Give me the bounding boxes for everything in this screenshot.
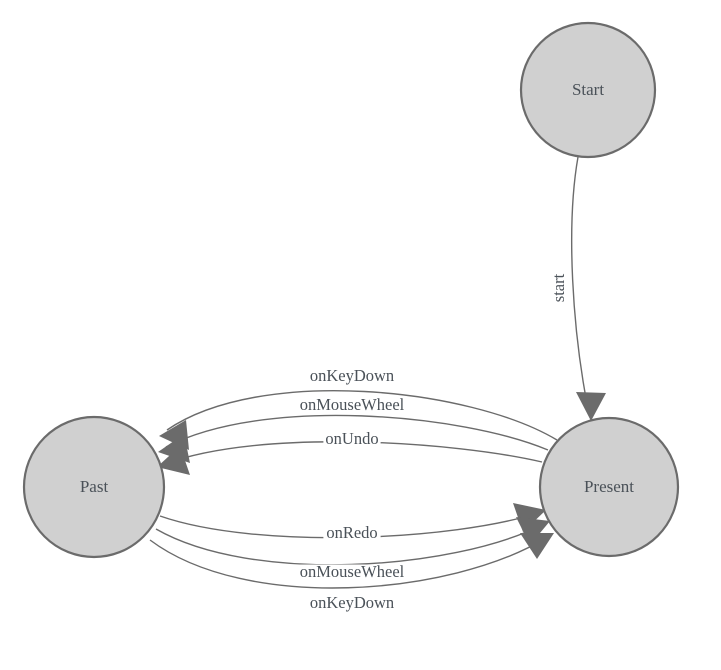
state-node-shape[interactable] [519, 21, 657, 159]
edge-label-group-past-to-present-redo: onRedo [323, 523, 381, 543]
edge-label-backdrop [323, 525, 381, 543]
edge-label-backdrop [311, 368, 393, 386]
edge-label: onRedo [326, 523, 377, 542]
arrowhead-icon [157, 446, 190, 475]
edge-label-group-past-to-present-keydown: onKeyDown [310, 593, 394, 613]
state-node-shape[interactable] [538, 416, 680, 558]
state-node-label: Start [572, 80, 604, 99]
edge-past-to-present-keydown [149, 533, 554, 589]
state-node-label: Past [80, 477, 109, 496]
edge-label-backdrop [298, 397, 406, 415]
edge-label-group-present-to-past-undo: onUndo [323, 429, 381, 449]
state-node-shape[interactable] [22, 415, 166, 559]
edge-label: onKeyDown [310, 366, 394, 385]
edge-label-backdrop [323, 431, 381, 449]
edge-label: onMouseWheel [300, 395, 405, 414]
edge-label-group-present-to-past-keydown: onKeyDown [310, 366, 394, 386]
state-node-label: Present [584, 477, 634, 496]
arrowhead-icon [516, 517, 550, 545]
edge-line [149, 537, 547, 589]
arrowhead-icon [520, 533, 554, 559]
edge-label: onUndo [325, 429, 378, 448]
edge-line [155, 524, 543, 566]
edge-line [166, 389, 558, 441]
edge-label: onMouseWheel [300, 562, 405, 581]
edge-line [571, 156, 590, 415]
edge-start-to-present [571, 156, 606, 421]
edge-label-backdrop [298, 564, 406, 582]
edges-layer [149, 156, 606, 589]
edge-line [165, 414, 549, 451]
edge-label: onKeyDown [310, 593, 394, 612]
edge-label-backdrop [311, 595, 393, 613]
edge-label-group-past-to-present-mousewheel: onMouseWheel [298, 562, 406, 582]
state-node-present[interactable]: Present [538, 416, 680, 558]
edge-past-to-present-mousewheel [155, 517, 550, 566]
state-node-past[interactable]: Past [22, 415, 166, 559]
edge-label-group-start-to-present: start [549, 263, 569, 313]
arrowhead-icon [576, 392, 606, 421]
edge-labels-layer: start onKeyDown onMouseWheel onUndo onRedo on… [298, 263, 569, 613]
state-node-start[interactable]: Start [519, 21, 657, 159]
edge-label: start [549, 273, 568, 302]
edge-label-group-present-to-past-mousewheel: onMouseWheel [298, 395, 406, 415]
edge-label-backdrop [551, 263, 569, 313]
